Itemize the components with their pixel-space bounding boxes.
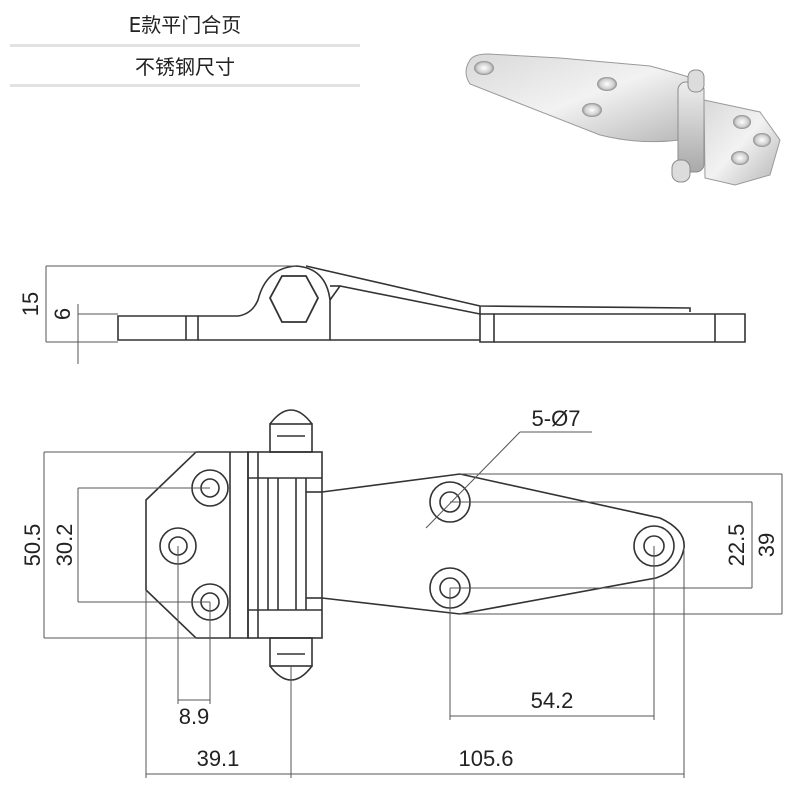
dim-total-height: 15 — [18, 292, 43, 316]
dim-left-width: 39.1 — [197, 746, 240, 771]
title-divider — [10, 44, 360, 47]
dim-left-hole-offset: 8.9 — [179, 704, 210, 729]
side-view-dimensions — [45, 265, 296, 364]
dim-overall-height: 50.5 — [20, 524, 45, 567]
front-view-dimensions — [43, 431, 783, 778]
hole-callout: 5-Ø7 — [532, 406, 581, 431]
mounting-holes — [159, 469, 675, 621]
side-view — [117, 265, 746, 343]
subtitle-divider — [10, 84, 360, 87]
product-title: E款平门合页 — [128, 12, 242, 37]
dim-right-hole-pitch: 54.2 — [531, 688, 574, 713]
dim-right-leaf-height: 39 — [754, 533, 779, 557]
product-subtitle: 不锈钢尺寸 — [135, 54, 235, 79]
hinge-photo — [465, 53, 781, 186]
dim-right-width: 105.6 — [458, 746, 513, 771]
dim-left-hole-span: 30.2 — [52, 524, 77, 567]
front-view — [145, 409, 685, 681]
dim-right-hole-span: 22.5 — [724, 524, 749, 567]
dim-plate-thickness: 6 — [50, 308, 75, 320]
